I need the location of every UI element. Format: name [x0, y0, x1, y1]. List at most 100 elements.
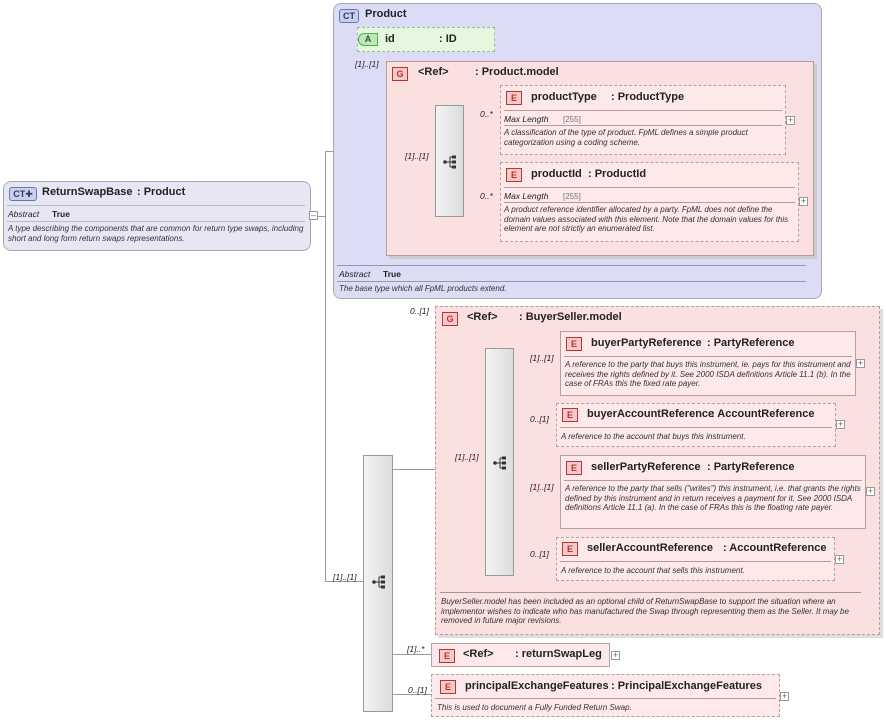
divider	[560, 561, 831, 562]
element-name: : returnSwapLeg	[515, 648, 602, 660]
element-name: buyerAccountReference	[587, 408, 715, 420]
connector-to-principal	[393, 694, 431, 695]
divider	[337, 281, 806, 282]
product-name: Product	[365, 8, 407, 20]
divider	[435, 698, 776, 699]
group-name: : Product.model	[475, 66, 559, 78]
abstract-label: Abstract	[8, 209, 40, 219]
divider	[504, 125, 782, 126]
element-badge: E	[562, 408, 578, 422]
element-type: : PartyReference	[707, 461, 795, 473]
expand-toggle[interactable]: +	[856, 358, 865, 368]
element-badge: E	[566, 337, 582, 351]
element-cardinality: 0..[1]	[408, 685, 427, 695]
abstract-label: Abstract	[339, 269, 371, 279]
divider	[560, 427, 832, 428]
element-type: : ProductType	[611, 91, 685, 103]
attribute-type: : ID	[439, 33, 457, 45]
root-complex-type[interactable]: CT✚ ReturnSwapBase : Product Abstract Tr…	[3, 181, 311, 251]
producttype-element[interactable]: E productType : ProductType Max Length […	[500, 85, 786, 155]
sequence-icon	[443, 155, 456, 169]
element-type: : PrincipalExchangeFeatures	[611, 680, 762, 692]
group-cardinality: [1]..[1]	[355, 59, 379, 69]
buyeraccountreference-element[interactable]: E buyerAccountReference : AccountReferen…	[556, 403, 836, 447]
element-type: : AccountReference	[711, 408, 815, 420]
divider	[504, 187, 795, 188]
ct-badge: CT✚	[9, 187, 37, 201]
sequence-icon	[493, 456, 506, 470]
divider	[504, 202, 795, 203]
element-type: : AccountReference	[723, 542, 827, 554]
buyerpartyreference-element[interactable]: E buyerPartyReference : PartyReference A…	[560, 331, 856, 396]
element-name: productType	[531, 91, 597, 103]
ct-badge: CT	[339, 9, 359, 23]
divider	[7, 205, 305, 206]
group-badge: G	[392, 67, 408, 81]
selleraccountreference-element[interactable]: E sellerAccountReference : AccountRefere…	[556, 537, 835, 581]
abstract-value: True	[52, 209, 70, 219]
expand-toggle[interactable]: +	[836, 419, 845, 429]
group-doc: BuyerSeller.model has been included as a…	[441, 597, 849, 625]
facet-label: Max Length	[504, 191, 549, 201]
group-name: : BuyerSeller.model	[519, 311, 622, 323]
element-cardinality: [1]..[1]	[530, 482, 554, 492]
group-ref: <Ref>	[467, 311, 498, 323]
element-type: : PartyReference	[707, 337, 795, 349]
element-badge: E	[506, 168, 522, 182]
divider	[337, 265, 806, 266]
element-cardinality: 0..*	[480, 109, 493, 119]
returnswapleg-element[interactable]: E <Ref> : returnSwapLeg	[431, 643, 610, 667]
abstract-value: True	[383, 269, 401, 279]
facet-label: Max Length	[504, 114, 549, 124]
seq-cardinality: [1]..[1]	[455, 452, 479, 462]
main-seq-cardinality: [1]..[1]	[333, 572, 357, 582]
element-name: sellerPartyReference	[591, 461, 701, 473]
divider	[564, 356, 852, 357]
seq-cardinality: [1]..[1]	[405, 151, 429, 161]
attribute-name: id	[385, 33, 395, 45]
sequence-compositor[interactable]	[485, 348, 514, 576]
element-cardinality: [1]..*	[407, 644, 425, 654]
expand-toggle[interactable]: +	[866, 486, 875, 496]
facet-value: [255]	[563, 192, 581, 201]
element-cardinality: 0..[1]	[530, 414, 549, 424]
sequence-compositor[interactable]	[435, 105, 464, 217]
element-badge: E	[439, 649, 455, 663]
expand-toggle[interactable]: +	[799, 196, 808, 206]
expand-toggle[interactable]: +	[786, 115, 795, 125]
expand-toggle[interactable]: +	[611, 650, 620, 660]
divider	[7, 221, 305, 222]
attribute-badge: A	[358, 33, 378, 46]
element-badge: E	[440, 680, 456, 694]
root-doc: A type describing the components that ar…	[8, 224, 304, 243]
element-doc: A classification of the type of product.…	[504, 128, 748, 147]
element-type: : ProductId	[588, 168, 647, 180]
productid-element[interactable]: E productId : ProductId Max Length [255]…	[500, 162, 799, 242]
element-badge: E	[566, 461, 582, 475]
element-doc: A reference to the account that buys thi…	[561, 432, 746, 441]
divider	[440, 592, 861, 593]
element-cardinality: [1]..[1]	[530, 353, 554, 363]
element-doc: A product reference identifier allocated…	[504, 205, 789, 233]
id-attribute[interactable]: A id : ID	[357, 27, 495, 52]
element-doc: A reference to the party that sells ("wr…	[565, 484, 861, 512]
group-cardinality: 0..[1]	[410, 306, 429, 316]
sellerpartyreference-element[interactable]: E sellerPartyReference : PartyReference …	[560, 455, 866, 529]
element-name: principalExchangeFeatures	[465, 680, 609, 692]
principalexchangefeatures-element[interactable]: E principalExchangeFeatures : PrincipalE…	[431, 674, 780, 717]
root-name: ReturnSwapBase	[42, 186, 133, 198]
element-cardinality: 0..*	[480, 191, 493, 201]
divider	[564, 480, 862, 481]
main-sequence-compositor[interactable]	[363, 455, 393, 712]
element-badge: E	[506, 91, 522, 105]
expand-toggle[interactable]: +	[835, 554, 844, 564]
group-badge: G	[442, 312, 458, 326]
element-ref: <Ref>	[463, 648, 494, 660]
collapse-toggle[interactable]: –	[309, 210, 318, 220]
element-badge: E	[562, 542, 578, 556]
expand-toggle[interactable]: +	[780, 691, 789, 701]
root-connector-v	[325, 151, 326, 581]
facet-value: [255]	[563, 115, 581, 124]
element-doc: A reference to the account that sells th…	[561, 566, 745, 575]
sequence-icon	[372, 575, 385, 589]
